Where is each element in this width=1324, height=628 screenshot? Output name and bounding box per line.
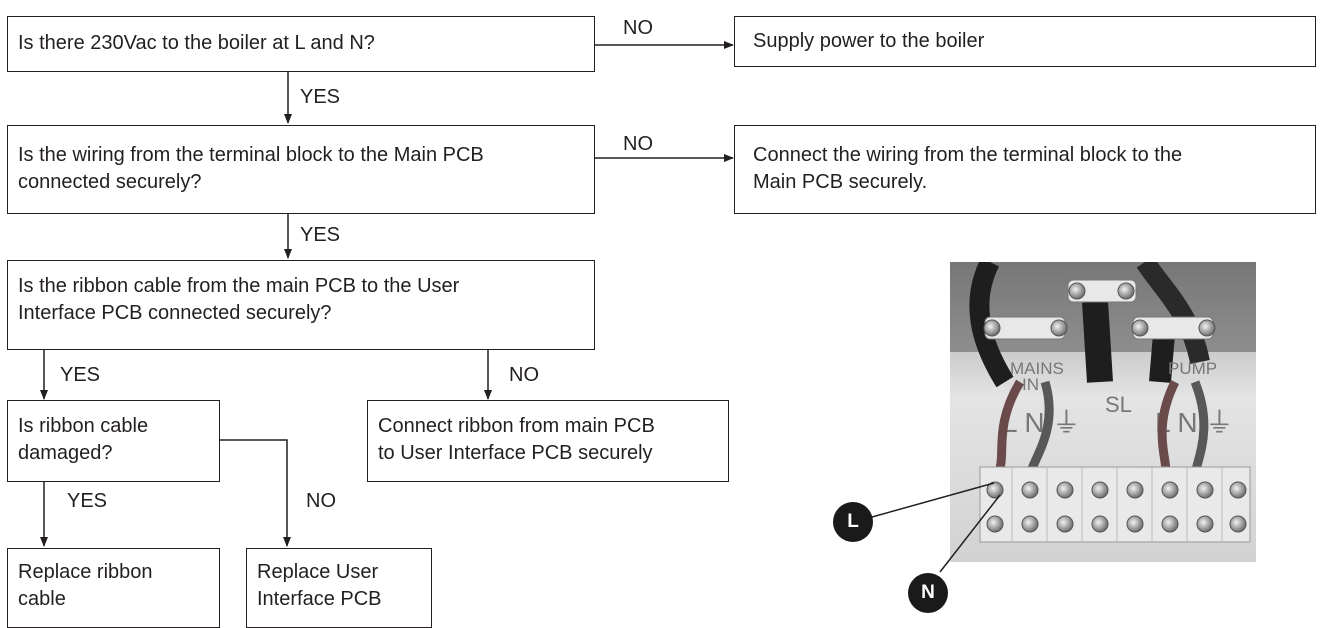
mains-label: MAINS [1010,359,1064,378]
arrow-no-4 [220,439,291,547]
marker-n: N [908,573,948,613]
action-wiring-box: Connect the wiring from the terminal blo… [734,125,1316,214]
action-replace-ui-text: Replace User Interface PCB [257,561,382,610]
question-damaged-text: Is ribbon cable damaged? [18,415,149,464]
svg-text:L N ⏚: L N ⏚ [1002,407,1080,438]
action-replace-ui-box: Replace User Interface PCB [246,548,432,628]
terminal-block-photo: MAINS IN PUMP SL L N ⏚ L N ⏚ [950,256,1256,562]
label-no-4: NO [306,490,336,512]
question-damaged-box: Is ribbon cable damaged? [7,400,220,482]
label-yes-1: YES [300,86,341,108]
label-no-2: NO [623,133,653,155]
label-yes-3: YES [60,364,101,386]
in-label: IN [1022,375,1039,394]
action-ribbon-text: Connect ribbon from main PCB to User Int… [378,415,655,464]
action-wiring-text: Connect the wiring from the terminal blo… [753,144,1183,193]
action-replace-cable-text: Replace ribbon cable [18,561,153,610]
question-supply-box: Is there 230Vac to the boiler at L and N… [7,16,595,72]
question-supply-text: Is there 230Vac to the boiler at L and N… [18,32,375,54]
label-no-1: NO [623,17,653,39]
label-yes-2: YES [300,224,341,246]
marker-l: L [833,502,873,542]
action-supply-text: Supply power to the boiler [753,30,985,52]
question-wiring-text: Is the wiring from the terminal block to… [18,144,484,193]
question-ribbon-text: Is the ribbon cable from the main PCB to… [18,275,460,324]
action-ribbon-box: Connect ribbon from main PCB to User Int… [367,400,729,482]
label-yes-4: YES [67,490,108,512]
question-wiring-box: Is the wiring from the terminal block to… [7,125,595,214]
sl-label: SL [1105,392,1132,417]
pump-label: PUMP [1168,359,1217,378]
question-ribbon-box: Is the ribbon cable from the main PCB to… [7,260,595,350]
action-replace-cable-box: Replace ribbon cable [7,548,220,628]
label-no-3: NO [509,364,539,386]
action-supply-box: Supply power to the boiler [734,16,1316,67]
